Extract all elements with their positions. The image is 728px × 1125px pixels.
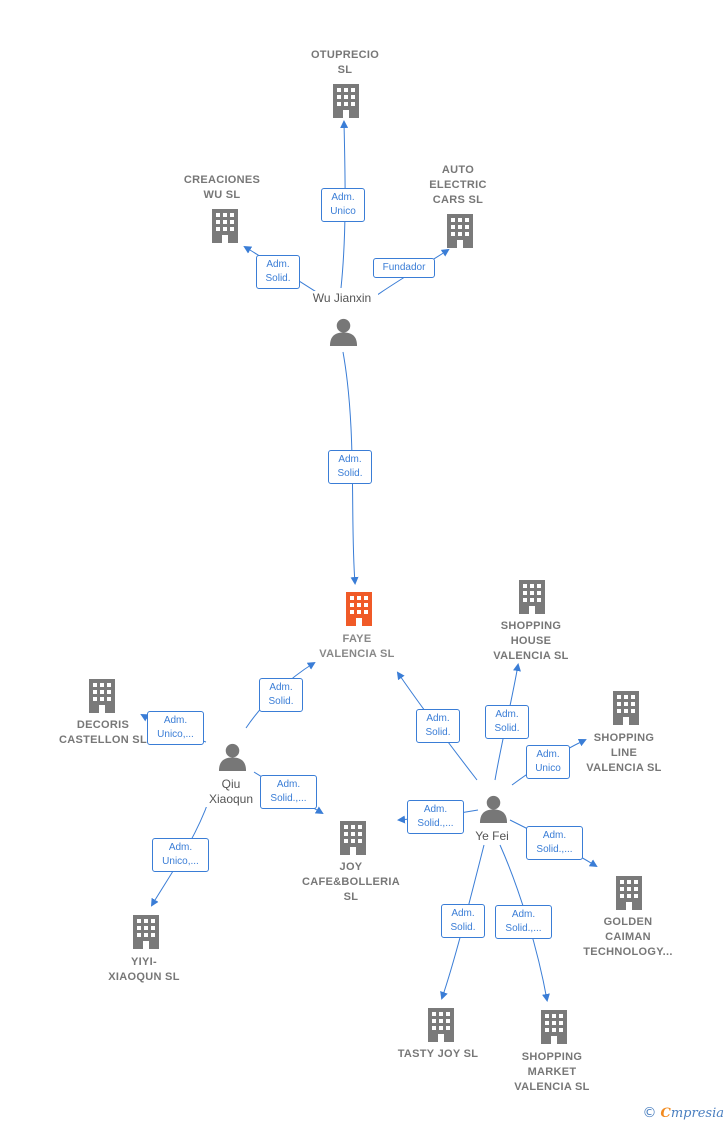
company-decoris[interactable]: DECORIS CASTELLON SL [59,719,147,746]
edge-label-ye-golden: Adm. Solid.,... [526,826,583,860]
company-joy[interactable]: JOY CAFE&BOLLERIA SL [301,861,400,903]
building-icon-shopping-line [613,691,639,725]
edge-label-qiu-decoris: Adm. Unico,... [147,711,204,745]
company-shopping-house[interactable]: SHOPPING HOUSE VALENCIA SL [493,620,569,662]
edge-label-wu-creaciones: Adm. Solid. [256,255,300,289]
brand-rest: mpresia [670,1106,724,1121]
company-tasty[interactable]: TASTY JOY SL [397,1048,479,1060]
edge-label-wu-auto: Fundador [373,258,435,278]
building-icon-auto [447,214,473,248]
person-icon-qiu [218,743,247,771]
person-ye-fei[interactable]: Ye Fei [466,829,518,844]
company-shopping-line[interactable]: SHOPPING LINE VALENCIA SL [586,732,662,774]
company-golden[interactable]: GOLDEN CAIMAN TECHNOLOGY... [583,916,673,958]
building-icon-golden [616,876,642,910]
building-icon-otuprecio [333,84,359,118]
person-icon-wu [329,318,358,346]
company-faye[interactable]: FAYE VALENCIA SL [319,633,395,660]
building-icon-shopping-house [519,580,545,614]
company-shopping-market[interactable]: SHOPPING MARKET VALENCIA SL [514,1051,590,1093]
building-icon-yiyi [133,915,159,949]
edge-label-wu-otuprecio: Adm. Unico [321,188,365,222]
person-wu-jianxin[interactable]: Wu Jianxin [306,291,378,306]
company-auto[interactable]: AUTO ELECTRIC CARS SL [429,164,487,206]
empresia-logo: ©Cmpresia [643,1105,725,1121]
company-creaciones[interactable]: CREACIONES WU SL [183,174,261,201]
edge-label-ye-shopping-line: Adm. Unico [526,745,570,779]
person-icons [218,318,508,823]
brand-initial: C [660,1106,671,1121]
edge-label-ye-joy: Adm. Solid.,... [407,800,464,834]
building-icon-joy [340,821,366,855]
building-icon-creaciones [212,209,238,243]
building-icon-decoris [89,679,115,713]
building-icon-tasty [428,1008,454,1042]
company-otuprecio[interactable]: OTUPRECIO SL [310,49,380,76]
copyright-symbol: © [642,1105,657,1121]
edge-label-qiu-faye: Adm. Solid. [259,678,303,712]
edge-label-ye-tasty: Adm. Solid. [441,904,485,938]
edge-label-ye-faye: Adm. Solid. [416,709,460,743]
building-icon-shopping-market [541,1010,567,1044]
person-qiu-xiaoqun[interactable]: Qiu Xiaoqun [200,777,262,807]
company-yiyi[interactable]: YIYI- XIAOQUN SL [108,956,180,983]
edge-label-qiu-joy: Adm. Solid.,... [260,775,317,809]
edge-label-ye-shopping-house: Adm. Solid. [485,705,529,739]
edge-label-wu-faye: Adm. Solid. [328,450,372,484]
person-icon-ye [479,795,508,823]
building-icon-faye [346,592,372,626]
edge-label-ye-shopping-market: Adm. Solid.,... [495,905,552,939]
edge-label-qiu-yiyi: Adm. Unico,... [152,838,209,872]
